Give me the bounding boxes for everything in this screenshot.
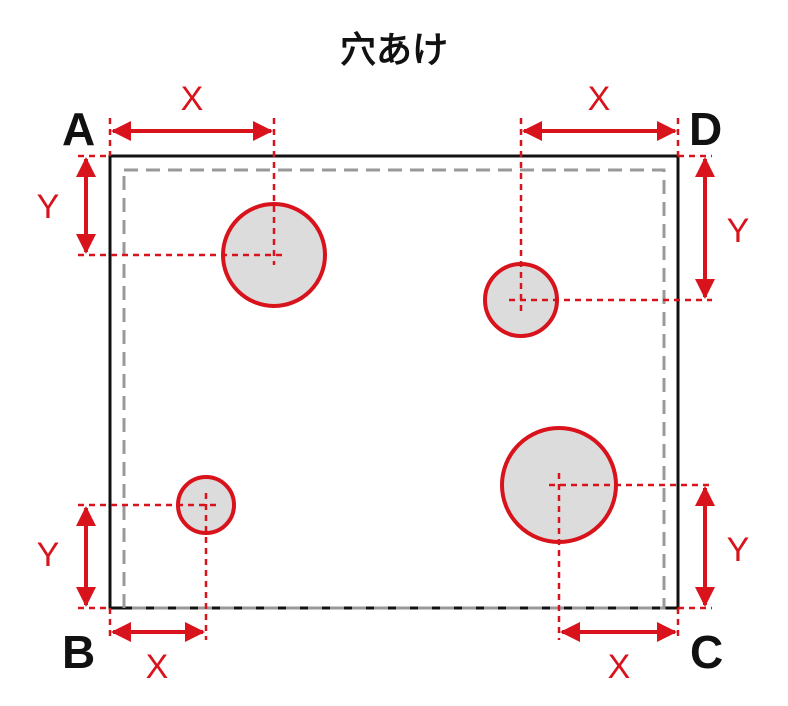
diagram-title: 穴あけ (340, 30, 448, 71)
dimension-label-x-top-left: X (181, 80, 204, 118)
corner-label-c: C (690, 626, 723, 678)
dimension-arrows (76, 121, 715, 642)
dimension-label-y-top-right: Y (727, 212, 750, 250)
corner-label-b: B (62, 626, 95, 678)
corner-label-d: D (689, 103, 722, 155)
hole-extension-lines (78, 118, 712, 640)
dimension-label-x-bottom-right: X (608, 648, 631, 686)
dimension-label-x-bottom-left: X (146, 648, 169, 686)
dimension-label-y-top-left: Y (37, 188, 60, 226)
plate-outline (108, 154, 680, 610)
corner-label-a: A (62, 103, 95, 155)
dimension-label-y-bottom-left: Y (37, 536, 60, 574)
dimension-label-x-top-right: X (588, 80, 611, 118)
dimension-label-y-bottom-right: Y (727, 531, 750, 569)
inner-margin-outline (122, 168, 666, 610)
edge-reference-lines (78, 118, 712, 640)
